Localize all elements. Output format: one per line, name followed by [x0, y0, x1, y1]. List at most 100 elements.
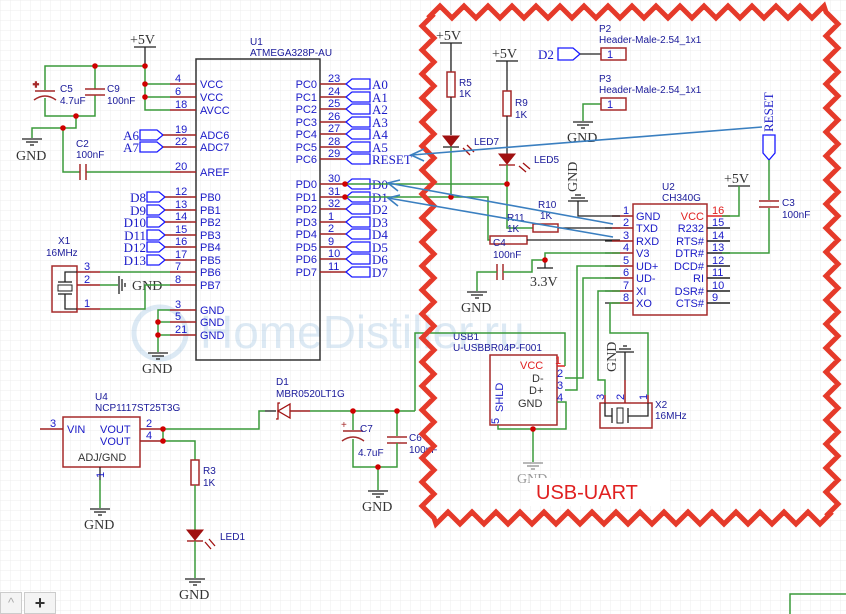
svg-text:1: 1 [555, 355, 561, 367]
net-flag[interactable] [344, 141, 371, 153]
u1-pin-number: 8 [175, 274, 181, 286]
net-flag[interactable] [344, 253, 371, 265]
net-flag[interactable] [344, 203, 371, 215]
capacitor-c9[interactable]: C9 100nF [85, 84, 135, 107]
net-flag[interactable] [146, 229, 167, 241]
watermark-text: HomeDistiller.ru [200, 306, 525, 358]
u2-pin-name: XI [636, 286, 646, 298]
svg-text:NCP1117ST25T3G: NCP1117ST25T3G [95, 403, 180, 414]
regulator-u4[interactable]: U4 NCP1117ST25T3G 3 VIN VOUT VOUT ADJ/GN… [40, 392, 180, 480]
svg-text:R3: R3 [203, 466, 216, 477]
c9-ref: C9 [107, 84, 120, 95]
crystal-x1[interactable]: X1 16MHz 3 2 1 [46, 236, 100, 313]
u2-pin-number: 11 [712, 267, 723, 279]
net-flag[interactable] [344, 91, 371, 103]
reset-net-flag[interactable]: RESET [761, 92, 776, 161]
usb-connector-usb1[interactable]: USB1 U-USBBR04P-F001 VCC D- D+ GND SHLD … [453, 332, 565, 426]
svg-text:R10: R10 [538, 200, 557, 211]
net-flag[interactable] [146, 241, 167, 253]
svg-text:LED7: LED7 [474, 137, 499, 148]
net-flag[interactable] [146, 254, 167, 266]
net-label: D7 [372, 265, 388, 280]
u2-pin-number: 3 [623, 230, 629, 242]
u2-pin-name: UD+ [636, 261, 658, 273]
gnd-symbol: GND [362, 490, 392, 515]
net-flag[interactable] [146, 216, 167, 228]
net-flag[interactable] [344, 116, 371, 128]
capacitor-c5[interactable]: + C5 4.7uF [32, 79, 86, 107]
u2-pin-name: UD- [636, 273, 656, 285]
u1-pin-name: AREF [200, 167, 230, 179]
u2-pin-number: 1 [623, 205, 629, 217]
u1-pin-number: 31 [328, 186, 340, 198]
collapse-button[interactable]: ^ [0, 592, 22, 614]
u2-pin-number: 12 [712, 255, 724, 267]
net-label: A2 [372, 102, 388, 117]
annotation-arrows [386, 126, 763, 238]
capacitor-c2[interactable]: C2 100nF [76, 139, 104, 180]
u2-pin-number: 16 [712, 205, 724, 217]
net-flag[interactable] [344, 103, 371, 115]
net-flag[interactable] [139, 141, 165, 153]
u2-pin-number: 4 [623, 242, 629, 254]
u2-pin-name: R232 [678, 223, 704, 235]
u1-pin-number: 29 [328, 148, 340, 160]
u1-pin-name: PD7 [296, 267, 317, 279]
capacitor-c7[interactable]: + C74.7uF [341, 420, 384, 459]
u1-pin-name: GND [200, 330, 225, 342]
net-flag[interactable] [344, 128, 371, 140]
svg-text:U2: U2 [662, 182, 675, 193]
svg-text:GND: GND [566, 162, 581, 192]
u1-pin-number: 15 [175, 224, 187, 236]
u1-pin-number: 9 [328, 236, 334, 248]
svg-text:D2: D2 [538, 47, 554, 62]
net-flag[interactable] [344, 266, 371, 278]
net-flag[interactable] [344, 241, 371, 253]
u2-pin-name: RTS# [676, 236, 705, 248]
u1-pin-name: PD5 [296, 242, 317, 254]
svg-text:5: 5 [490, 418, 502, 424]
svg-text:R5: R5 [459, 78, 472, 89]
u1-pin-number: 20 [175, 161, 187, 173]
arrow-rxd [387, 197, 614, 238]
u2-pin-name: DSR# [675, 286, 705, 298]
svg-text:1: 1 [84, 298, 90, 310]
net-flag[interactable] [146, 191, 167, 203]
net-flag[interactable] [344, 153, 371, 165]
u1-pin-name: PC6 [296, 154, 317, 166]
u1-pin-number: 26 [328, 111, 340, 123]
diode-d1[interactable]: D1 MBR0520LT1G [265, 377, 345, 420]
u1-pin-name: PD3 [296, 217, 317, 229]
led7-icon [441, 135, 461, 147]
u1-pin-name: AVCC [200, 105, 230, 117]
arrow-txd [387, 182, 614, 225]
u1-pin-name: PC4 [296, 129, 317, 141]
u1-pin-number: 6 [175, 86, 181, 98]
header-p2[interactable]: P2 Header-Male-2.54_1x1 D2 1 [538, 24, 702, 62]
net-flag[interactable] [344, 228, 371, 240]
svg-text:VCC: VCC [520, 360, 543, 372]
svg-text:4: 4 [146, 430, 152, 442]
svg-text:GND: GND [84, 518, 114, 533]
net-flag[interactable] [344, 78, 371, 90]
svg-text:GND: GND [179, 588, 209, 603]
u2-pin-name: RXD [636, 236, 659, 248]
net-flag[interactable] [344, 216, 371, 228]
svg-text:ADJ/GND: ADJ/GND [78, 452, 126, 464]
net-label: D11 [124, 228, 146, 243]
svg-text:100nF: 100nF [409, 445, 437, 456]
u1-pin-name: VCC [200, 79, 223, 91]
add-sheet-button[interactable]: + [24, 592, 56, 614]
crystal-x2[interactable]: 3 2 1 X2 16MHz [595, 380, 687, 429]
svg-text:1K: 1K [507, 224, 520, 235]
net-flag[interactable] [139, 129, 165, 141]
svg-text:D+: D+ [529, 385, 543, 397]
u1-pin-name: GND [200, 317, 225, 329]
net-flag[interactable] [146, 204, 167, 216]
u1-pin-name: VCC [200, 92, 223, 104]
svg-text:U-USBBR04P-F001: U-USBBR04P-F001 [453, 343, 542, 354]
